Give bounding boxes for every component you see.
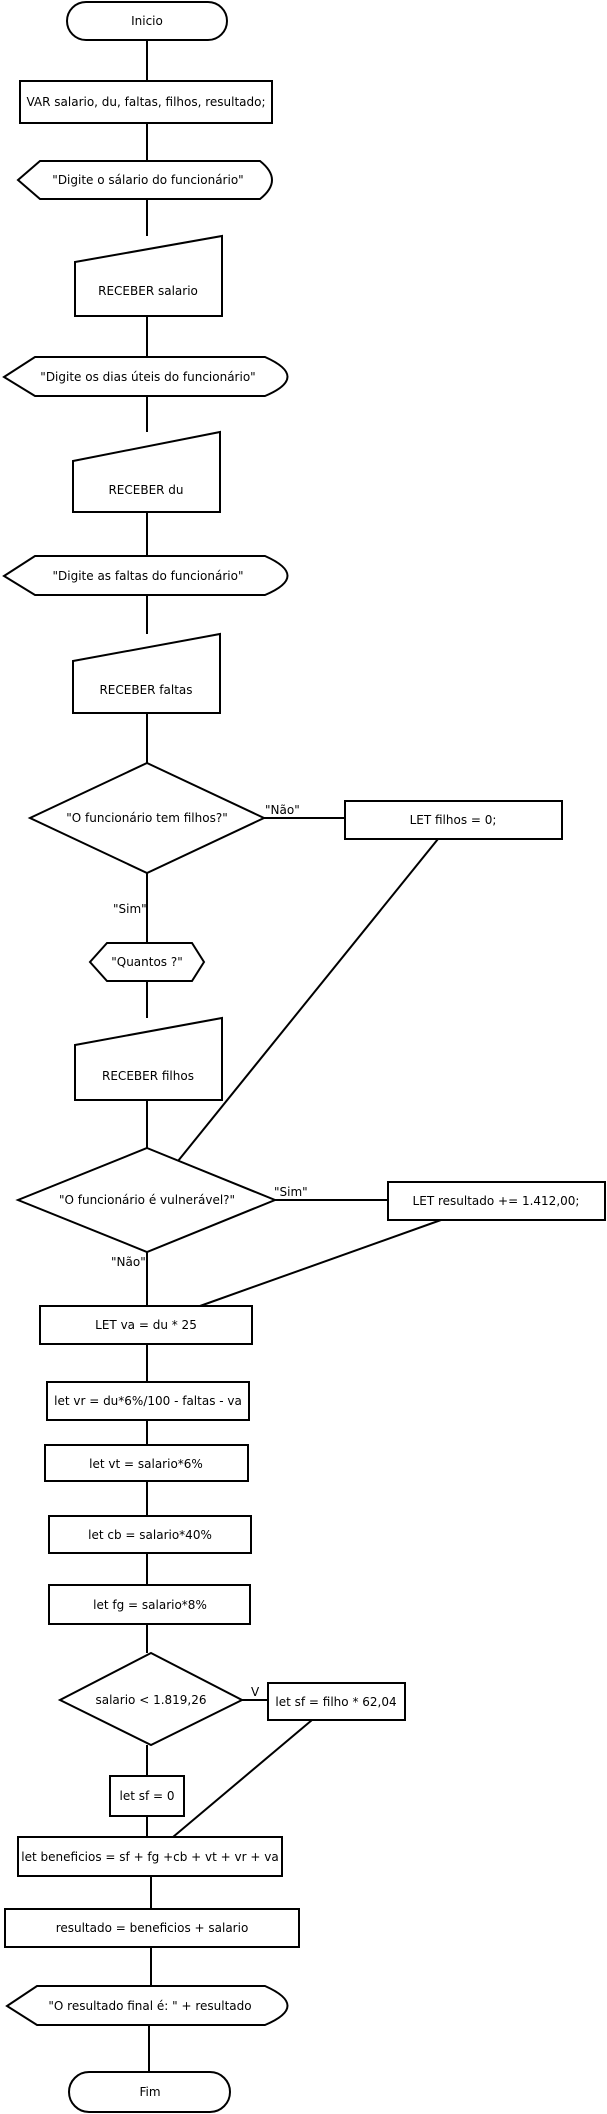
- let-vt-box: [44, 1444, 249, 1482]
- edge-labels: "Não" "Sim" "Sim" "Não" V: [111, 803, 308, 1699]
- let-vt-label: let vt = salario*6%: [89, 1457, 203, 1471]
- receber-du-label: RECEBER du: [108, 483, 183, 497]
- resultado-calc-box: [4, 1908, 300, 1948]
- receber-faltas-label: RECEBER faltas: [99, 683, 192, 697]
- node-labels: Inicio VAR salario, du, faltas, filhos, …: [21, 14, 579, 2099]
- let-vr-box: [46, 1381, 250, 1421]
- display-msg-du: [2, 356, 289, 397]
- edge-label-vulneravel-sim: "Sim": [274, 1185, 308, 1199]
- msg-faltas-label: "Digite as faltas do funcionário": [53, 569, 244, 583]
- msg-salario-label: "Digite o sálario do funcionário": [52, 173, 243, 187]
- let-sf-zero-box: [109, 1775, 185, 1817]
- resultado-calc-label: resultado = beneficios + salario: [56, 1921, 249, 1935]
- let-resultado-label: LET resultado += 1.412,00;: [413, 1194, 580, 1208]
- edge-let-filhos-q-vulneravel: [177, 838, 439, 1162]
- msg-resultado-label: "O resultado final é: " + resultado: [48, 1999, 251, 2013]
- decision-salario: [57, 1651, 245, 1747]
- let-sf-filho-label: let sf = filho * 62,04: [275, 1695, 396, 1709]
- var-declaration-box: [19, 80, 273, 124]
- var-declaration-label: VAR salario, du, faltas, filhos, resulta…: [26, 95, 265, 109]
- input-receber-salario: [74, 234, 223, 317]
- input-receber-du: [72, 430, 221, 513]
- let-filhos-box: [344, 800, 563, 840]
- receber-salario-label: RECEBER salario: [98, 284, 198, 298]
- decision-vulneravel: [15, 1146, 278, 1254]
- let-cb-box: [48, 1515, 252, 1554]
- let-va-label: LET va = du * 25: [95, 1318, 197, 1332]
- let-vr-label: let vr = du*6%/100 - faltas - va: [54, 1394, 242, 1408]
- let-beneficios-label: let beneficios = sf + fg +cb + vt + vr +…: [21, 1850, 278, 1864]
- edge-let-resultado-let-va: [199, 1219, 442, 1307]
- input-receber-faltas: [72, 632, 221, 714]
- display-msg-quantos: [88, 942, 206, 982]
- connectors: [146, 40, 442, 2072]
- let-beneficios-box: [17, 1836, 283, 1877]
- fim-label: Fim: [139, 2085, 160, 2099]
- edge-label-salario-v: V: [251, 1685, 260, 1699]
- let-fg-box: [48, 1584, 251, 1625]
- decision-tem-filhos: [27, 761, 267, 875]
- display-msg-faltas: [2, 555, 289, 596]
- receber-filhos-label: RECEBER filhos: [102, 1069, 194, 1083]
- q-vulneravel-label: "O funcionário é vulnerável?": [59, 1193, 235, 1207]
- q-filhos-label: "O funcionário tem filhos?": [66, 811, 227, 825]
- inicio-label: Inicio: [131, 14, 163, 28]
- display-msg-salario: [16, 160, 273, 200]
- msg-du-label: "Digite os dias úteis do funcionário": [40, 370, 255, 384]
- let-resultado-box: [387, 1181, 606, 1221]
- end-terminal: [68, 2071, 231, 2113]
- let-cb-label: let cb = salario*40%: [88, 1528, 212, 1542]
- edge-sf-filho-beneficios: [172, 1719, 313, 1838]
- msg-quantos-label: "Quantos ?": [111, 955, 183, 969]
- start-terminal: [66, 1, 228, 41]
- display-msg-resultado: [5, 1985, 289, 2026]
- edge-label-filhos-sim: "Sim": [113, 902, 147, 916]
- edge-label-vulneravel-nao: "Não": [111, 1255, 146, 1269]
- let-filhos-label: LET filhos = 0;: [410, 813, 497, 827]
- let-fg-label: let fg = salario*8%: [93, 1598, 207, 1612]
- let-sf-filho-box: [267, 1682, 406, 1721]
- let-va-box: [39, 1305, 253, 1345]
- edge-label-filhos-nao: "Não": [265, 803, 300, 817]
- let-sf-zero-label: let sf = 0: [119, 1789, 174, 1803]
- input-receber-filhos: [74, 1016, 223, 1101]
- q-salario-label: salario < 1.819,26: [95, 1693, 206, 1707]
